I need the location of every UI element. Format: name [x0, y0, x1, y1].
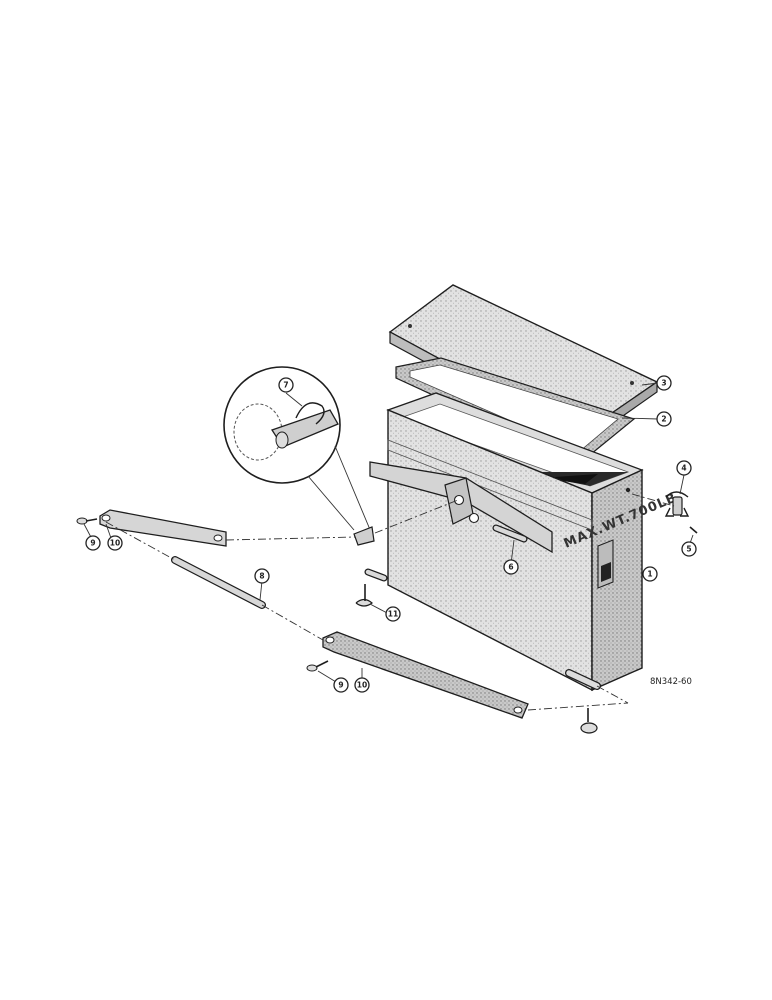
- link-bar-lower: [322, 631, 529, 719]
- svg-text:9: 9: [338, 681, 343, 690]
- clip-pin-upper: [76, 517, 98, 525]
- callout-5: 5: [681, 541, 697, 557]
- svg-text:8: 8: [259, 572, 264, 581]
- rod-8: [171, 556, 266, 609]
- callout-4: 4: [676, 460, 692, 476]
- callout-10-upper: 10: [107, 535, 123, 551]
- latch-assembly: [664, 491, 698, 534]
- drawing-reference-number: 8N342-60: [650, 677, 692, 687]
- svg-text:10: 10: [110, 539, 120, 548]
- callout-10-lower: 10: [354, 677, 370, 693]
- clip-11: [355, 584, 373, 607]
- callout-9-lower: 9: [333, 677, 349, 693]
- tool-box-body: MAX.WT.700LB: [386, 392, 679, 692]
- mounting-bracket: [369, 461, 553, 554]
- svg-text:4: 4: [681, 464, 686, 473]
- callout-3: 3: [656, 375, 672, 391]
- svg-text:10: 10: [357, 681, 367, 690]
- svg-text:5: 5: [686, 545, 691, 554]
- callout-6: 6: [503, 559, 519, 575]
- callout-1: 1: [642, 566, 658, 582]
- callout-8: 8: [254, 568, 270, 584]
- assembly-centerlines: [105, 493, 675, 711]
- svg-text:7: 7: [283, 381, 288, 390]
- callout-9-upper: 9: [85, 535, 101, 551]
- callout-7: 7: [278, 377, 294, 393]
- svg-text:11: 11: [388, 610, 398, 619]
- svg-text:1: 1: [647, 570, 652, 579]
- pin-stub-left: [364, 568, 388, 582]
- callout-2: 2: [656, 411, 672, 427]
- linch-pin-lower-right: [580, 708, 598, 734]
- lid-gasket: [395, 357, 636, 464]
- svg-text:3: 3: [661, 379, 666, 388]
- pin-lower-right: [565, 669, 601, 690]
- detail-inset: [223, 366, 375, 546]
- svg-text:6: 6: [508, 563, 513, 572]
- clip-pin-lower: [306, 660, 329, 672]
- callout-11: 11: [385, 606, 401, 622]
- svg-text:2: 2: [661, 415, 666, 424]
- link-bar-upper: [99, 509, 227, 547]
- svg-text:9: 9: [90, 539, 95, 548]
- pin-6: [492, 524, 528, 543]
